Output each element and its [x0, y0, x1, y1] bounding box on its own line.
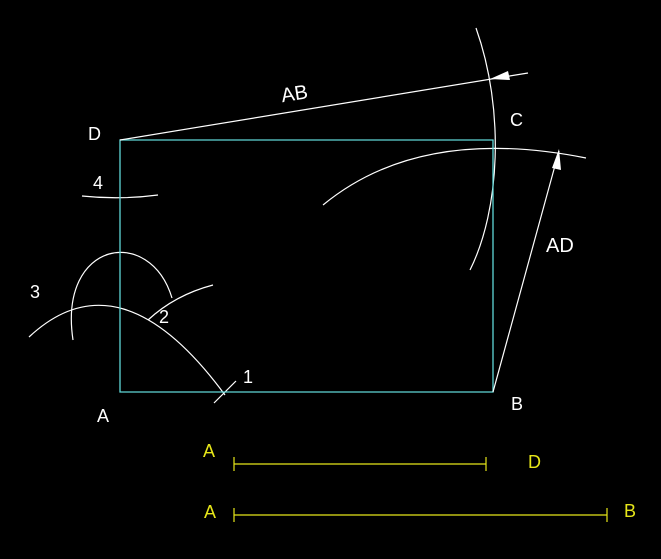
vertex-label-d: D — [88, 124, 101, 144]
arc-mark-label-4: 4 — [93, 173, 103, 193]
vertex-label-c: C — [510, 110, 523, 130]
arc-circle-center-a — [28, 304, 226, 396]
construction-arcs — [28, 27, 587, 396]
arc-mark-labels: 1 2 3 4 — [30, 173, 253, 387]
arc-mark-label-3: 3 — [30, 282, 40, 302]
segment-ab-start-label: A — [204, 502, 216, 522]
dimension-line-ad — [492, 150, 560, 393]
dimension-arrow-ab — [490, 71, 510, 80]
rectangle-abcd — [119, 139, 494, 393]
vertex-label-a: A — [97, 406, 109, 426]
segment-ad-start-label: A — [203, 441, 215, 461]
given-segments — [233, 457, 608, 522]
dimension-label-ad: AD — [546, 235, 574, 257]
arc-mark-2 — [147, 284, 214, 321]
arc-center-d-radius-ad — [322, 147, 587, 206]
arc-mark-label-2: 2 — [159, 307, 169, 327]
arc-center-b-radius-ab — [469, 27, 496, 271]
vertex-labels: D C A B — [88, 110, 523, 426]
given-segment-labels: A D A B — [203, 441, 636, 522]
segment-ab-end-label: B — [624, 501, 636, 521]
dimension-label-ab: AB — [280, 81, 310, 107]
vertex-label-b: B — [511, 394, 523, 414]
arc-circle-center-mark-1 — [70, 251, 173, 341]
arc-mark-label-1: 1 — [243, 367, 253, 387]
segment-ad-end-label: D — [528, 452, 541, 472]
dimension-arrow-ad — [552, 149, 561, 170]
dimension-line-ab — [119, 72, 529, 141]
